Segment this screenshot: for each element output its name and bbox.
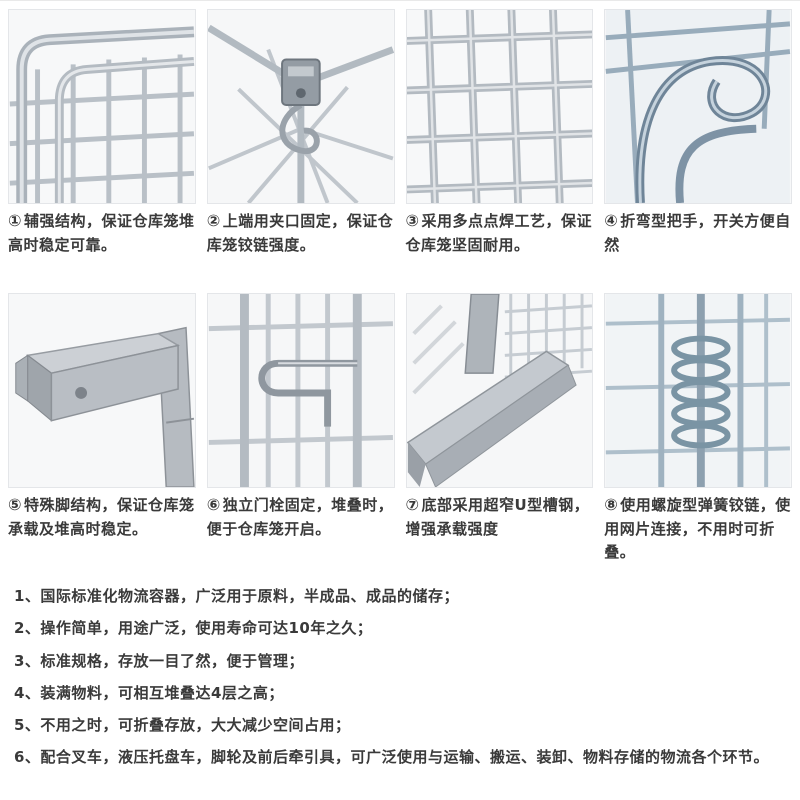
foot-structure-icon [9,294,195,487]
feature-text-6: 独立门栓固定，堆叠时，便于仓库笼开启。 [206,496,394,538]
feature-number-7: ⑦ [405,495,420,514]
benefit-item-6: 6、配合叉车，液压托盘车，脚轮及前后牵引具，可广泛使用与运输、搬运、装卸、物料存… [14,748,769,767]
feature-text-4: 折弯型把手，开关方便自然 [604,212,791,254]
feature-number-1: ① [8,211,23,230]
feature-text-3: 采用多点点焊工艺，保证仓库笼坚固耐用。 [405,212,593,254]
benefit-item-4: 4、装满物料，可相互堆叠达4层之高； [14,683,284,702]
top-clamp-icon [207,10,394,203]
benefit-item-5: 5、不用之时，可折叠存放，大大减少空间占用； [14,716,351,734]
door-bolt-icon [208,294,393,487]
feature-photo-door-bolt [206,293,395,488]
feature-number-4: ④ [604,211,619,230]
feature-photo-foot-structure [8,293,196,488]
feature-photo-welded-mesh [405,9,594,204]
benefit-item-1: 1、国际标准化物流容器，广泛用于原料，半成品、成品的储存； [14,587,459,605]
bent-handle-icon [605,10,791,203]
feature-text-8: 使用螺旋型弹簧铰链，使用网片连接，不用时可折叠。 [604,496,791,562]
feature-number-6: ⑥ [206,495,221,514]
feature-photo-reinforced-frame [8,9,196,204]
feature-photo-u-channel-base [405,293,594,488]
feature-text-7: 底部采用超窄U型槽钢，增强承载强度 [405,496,590,538]
welded-mesh-icon [406,10,593,203]
benefit-item-3: 3、标准规格，存放一目了然，便于管理； [14,651,304,670]
feature-photo-bent-handle [604,9,792,204]
feature-number-5: ⑤ [8,495,23,514]
feature-number-3: ③ [405,211,420,230]
wire-mesh-reinforced-frame-icon [9,10,195,203]
feature-text-2: 上端用夹口固定，保证仓库笼铰链强度。 [206,212,394,254]
feature-text-5: 特殊脚结构，保证仓库笼承载及堆高时稳定。 [8,496,195,538]
benefit-item-2: 2、操作简单，用途广泛，使用寿命可达10年之久； [14,619,373,638]
feature-photo-top-clamp [206,9,395,204]
feature-number-2: ② [206,211,221,230]
spiral-spring-hinge-icon [606,294,791,487]
feature-number-8: ⑧ [604,495,619,514]
benefits-list: 1、国际标准化物流容器，广泛用于原料，半成品、成品的储存； 2、操作简单，用途广… [8,583,792,770]
feature-photo-spring-hinge [604,293,792,488]
u-channel-base-icon [406,294,592,487]
feature-text-1: 辅强结构，保证仓库笼堆高时稳定可靠。 [8,212,195,254]
